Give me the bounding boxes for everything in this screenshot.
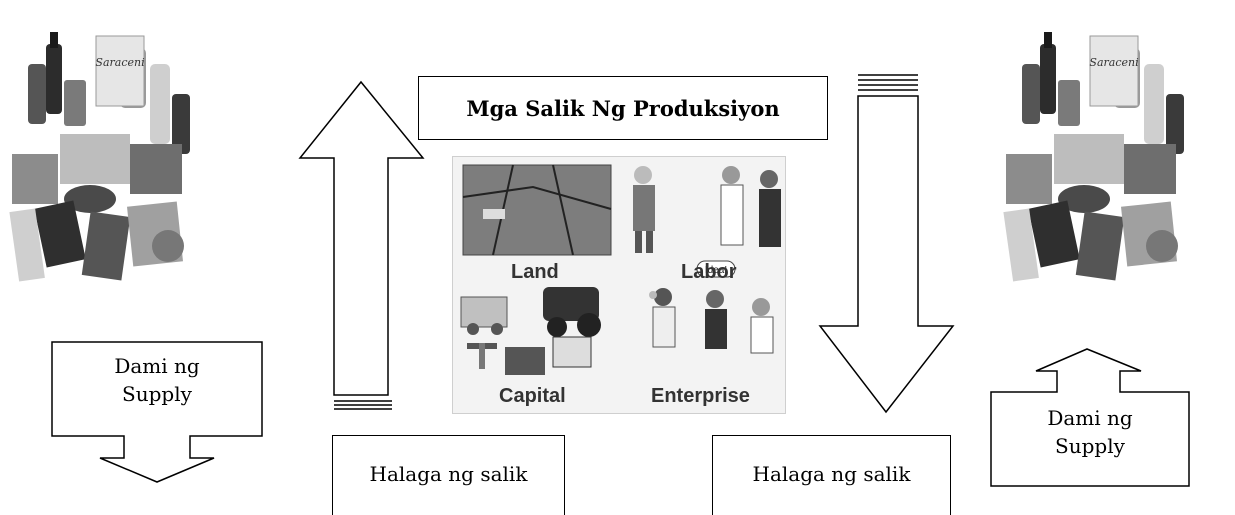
idea-bubble-text: Idea! [705, 265, 727, 276]
products-image-left: Saraceni [0, 24, 196, 286]
supply-callout-left-shape [51, 341, 263, 483]
diagram-title: Mga Salik Ng Produksiyon [466, 95, 780, 121]
up-arrow-left [298, 80, 425, 396]
supply-callout-right-line1: Dami ng [1047, 406, 1133, 430]
price-label-box-right: Halaga ng salik [712, 435, 951, 515]
product-brand-right: Saraceni [1089, 56, 1138, 69]
factor-label-land: Land [511, 261, 559, 283]
supply-callout-left-line2: Supply [122, 382, 192, 406]
product-brand-left: Saraceni [95, 56, 144, 69]
supply-callout-right-line2: Supply [1055, 434, 1125, 458]
price-label-box-left: Halaga ng salik [332, 435, 565, 515]
supply-callout-right-shape [990, 348, 1190, 487]
price-label-right: Halaga ng salik [752, 462, 911, 486]
supply-callout-left: Dami ng Supply [52, 352, 262, 408]
price-label-left: Halaga ng salik [369, 462, 528, 486]
right-arrow-stripes [858, 74, 918, 91]
supply-callout-left-line1: Dami ng [114, 354, 200, 378]
factors-panel: Idea! Land Labor Capital Enterprise [452, 156, 786, 414]
factor-label-capital: Capital [499, 385, 566, 407]
left-arrow-stripes [334, 400, 392, 410]
down-arrow-right [818, 95, 955, 414]
supply-callout-right: Dami ng Supply [991, 404, 1189, 460]
factor-label-labor: Labor [681, 261, 737, 283]
products-image-right: Saraceni [994, 24, 1190, 286]
factors-illustration: Idea! [460, 164, 781, 375]
title-box: Mga Salik Ng Produksiyon [418, 76, 828, 140]
factor-label-enterprise: Enterprise [651, 385, 750, 407]
